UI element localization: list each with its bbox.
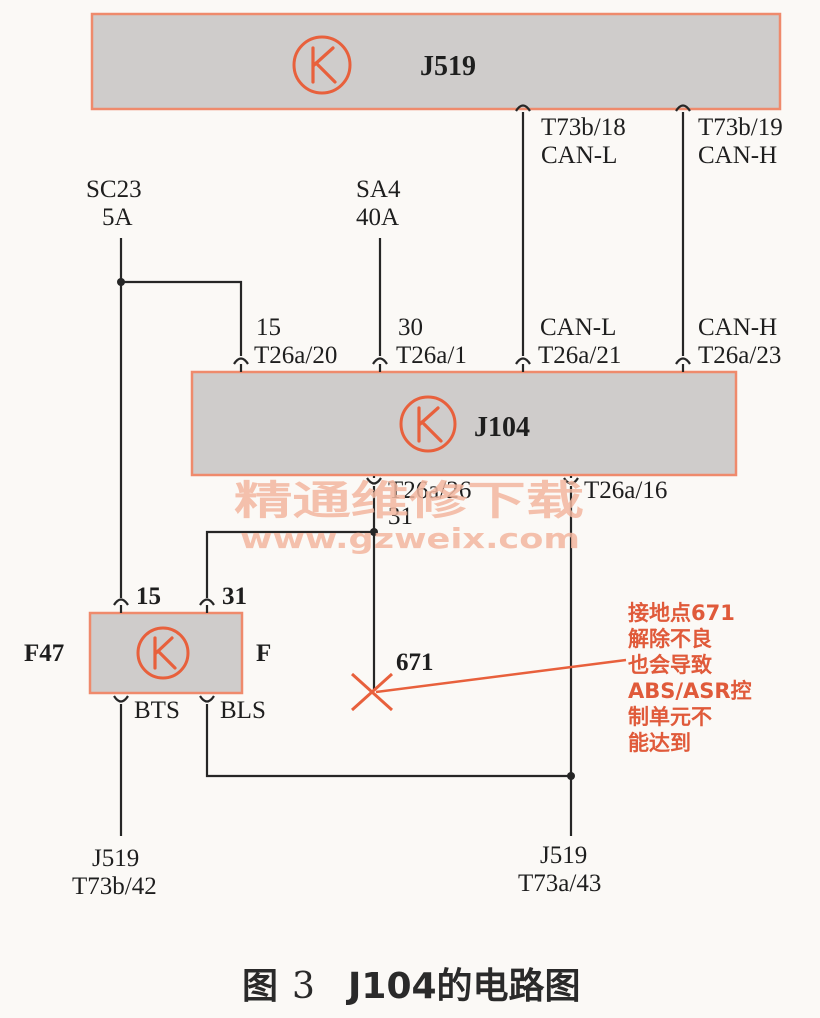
caption-number: 3 (292, 966, 315, 1007)
j104-term-can-l: CAN-L (540, 314, 616, 341)
module-j104-name: J104 (474, 412, 530, 443)
ref-left-module: J519 (92, 845, 139, 872)
module-f47-side-label: F (256, 640, 271, 667)
j519-pin-can-l: T73b/18 (541, 114, 626, 141)
module-j104: J104 (190, 370, 738, 477)
ref-left-pin: T73b/42 (72, 873, 157, 900)
f47-pin-15: 15 (136, 583, 161, 610)
j104-pin-can-l: T26a/21 (538, 342, 621, 369)
note-line: 解除不良 (628, 627, 712, 651)
note-line: ABS/ASR控 (628, 679, 752, 703)
k-module-icon (292, 35, 352, 95)
f47-pin-31: 31 (222, 583, 247, 610)
note-line: 也会导致 (628, 653, 713, 677)
sa4-wire (372, 238, 388, 372)
ref-right-pin: T73a/43 (518, 870, 601, 897)
module-f47-name: F47 (24, 640, 64, 667)
ground-point-671 (350, 672, 394, 712)
supply-sa4-name: SA4 (356, 176, 401, 203)
caption-prefix: 图 (242, 966, 278, 1007)
supply-sa4-rating: 40A (356, 204, 399, 231)
j519-signal-can-h: CAN-H (698, 142, 777, 169)
ground-point-label: 671 (396, 649, 434, 676)
ref-right-module: J519 (540, 842, 587, 869)
supply-sc23-rating: 5A (102, 204, 133, 231)
caption-title: J104的电路图 (345, 966, 581, 1007)
j104-term-31: 31 (388, 503, 413, 530)
ground-wire (199, 476, 382, 690)
sc23-wire (113, 238, 249, 613)
j104-pin-bls: T26a/16 (584, 477, 667, 504)
f47-pin-bls: BLS (220, 697, 266, 724)
can-l-wire (515, 104, 531, 372)
note-line: 接地点671 (628, 601, 735, 625)
k-module-icon (136, 626, 190, 680)
j104-term-30: 30 (398, 314, 423, 341)
can-h-wire (675, 104, 691, 372)
j104-pin-can-h: T26a/23 (698, 342, 781, 369)
j104-pin-30: T26a/1 (396, 342, 467, 369)
bts-wire (113, 695, 129, 836)
k-module-icon (399, 395, 457, 453)
supply-sc23-name: SC23 (86, 176, 142, 203)
j104-pin-15: T26a/20 (254, 342, 337, 369)
note-leader-line (375, 658, 627, 694)
note-line: 制单元不 (628, 705, 712, 729)
bls-wire (199, 476, 579, 836)
watermark-url: www.gzweix.com (240, 522, 580, 555)
module-j519-name: J519 (420, 51, 476, 82)
note-line: 能达到 (628, 731, 691, 755)
figure-caption: 图 3 J104的电路图 (242, 966, 581, 1007)
j104-term-can-h: CAN-H (698, 314, 777, 341)
f47-pin-bts: BTS (134, 697, 180, 724)
j104-pin-ground: T26a/26 (388, 477, 471, 504)
annotation-note: 接地点671 解除不良 也会导致 ABS/ASR控 制单元不 能达到 (628, 601, 752, 755)
watermark-cn: 精通维修下载 (234, 478, 584, 524)
j519-signal-can-l: CAN-L (541, 142, 617, 169)
module-j519: J519 (90, 12, 782, 111)
j104-term-15: 15 (256, 314, 281, 341)
j519-pin-can-h: T73b/19 (698, 114, 783, 141)
module-f47 (88, 611, 244, 695)
